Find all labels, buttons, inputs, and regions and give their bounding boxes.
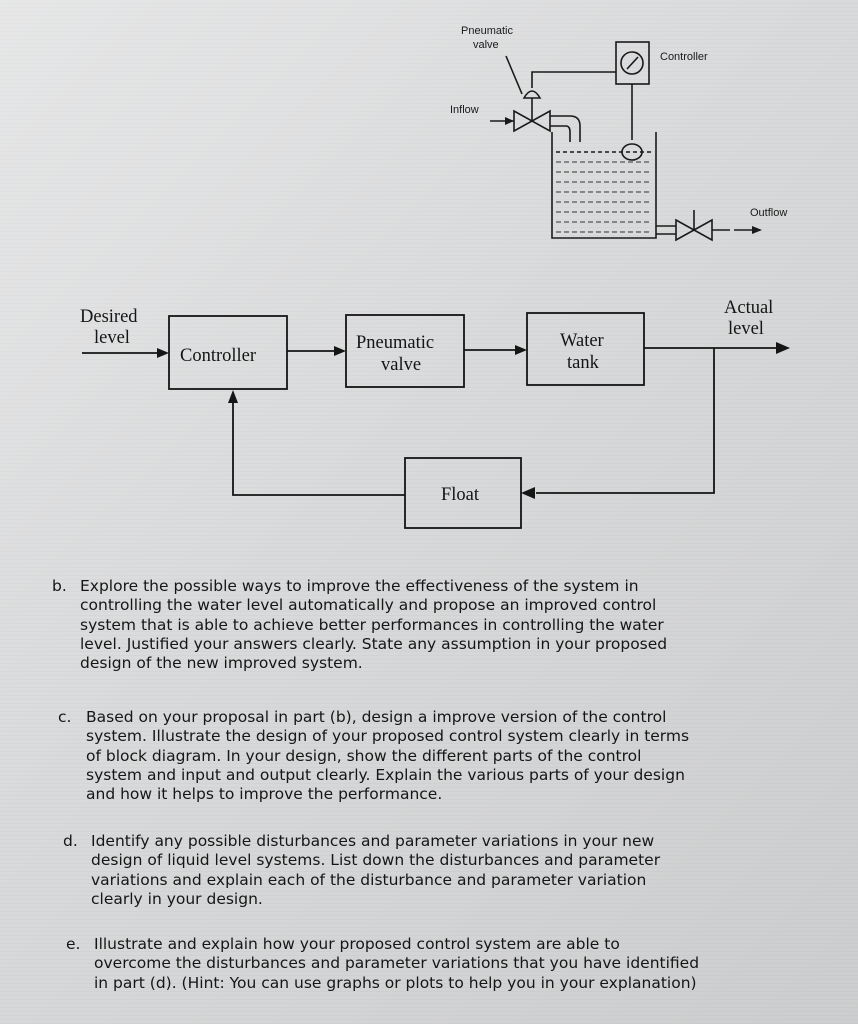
arrow-desired-level (157, 348, 169, 358)
controller-gauge-dial (620, 51, 644, 75)
pid-outflow-label: Outflow (750, 207, 787, 219)
pid-controller-label: Controller (660, 51, 708, 63)
pid-pneumatic-valve-label-1: Pneumatic (461, 25, 513, 37)
question-line: system. Illustrate the design of your pr… (86, 727, 690, 746)
question-line: Explore the possible ways to improve the… (80, 577, 639, 595)
question-line: in part (d). (Hint: You can use graphs o… (94, 973, 697, 992)
pid-inflow-label: Inflow (450, 104, 479, 116)
question-line: system that is able to achieve better pe… (80, 615, 664, 634)
question-letter: b. (52, 577, 67, 595)
question-letter: d. (63, 832, 78, 850)
pneumatic-valve-actuator (522, 90, 542, 99)
controller-block (168, 315, 288, 390)
desired-level-label-2: level (94, 328, 130, 348)
water-tank-block-label-1: Water (560, 331, 604, 351)
actual-level-label-1: Actual (724, 298, 773, 318)
question-line: Based on your proposal in part (b), desi… (86, 708, 667, 726)
question-line: of block diagram. In your design, show t… (86, 746, 642, 765)
question-letter: e. (66, 935, 81, 953)
question-line: level. Justified your answers clearly. S… (80, 634, 668, 653)
controller-block-label: Controller (180, 346, 256, 366)
question-line: and how it helps to improve the performa… (86, 785, 443, 804)
question-c: c. Based on your proposal in part (b), d… (58, 708, 690, 804)
water-tank-wall (551, 132, 657, 239)
float-block-label: Float (441, 485, 480, 505)
inflow-valve (513, 109, 551, 133)
process-schematic: Pneumatic valve Controller Inflow Outflo… (450, 25, 787, 242)
question-line: controlling the water level automaticall… (80, 596, 657, 615)
water-tank-block (526, 312, 645, 386)
question-line: Illustrate and explain how your proposed… (94, 935, 620, 953)
block-diagram: Desired level Actual level Controller Pn… (80, 298, 790, 529)
pneumatic-valve-block-label-1: Pneumatic (356, 333, 434, 353)
question-letter: c. (58, 708, 72, 726)
question-line: design of liquid level systems. List dow… (91, 851, 661, 870)
water-tank-block-label-2: tank (567, 353, 600, 373)
actual-level-label-2: level (728, 319, 764, 339)
question-e: e. Illustrate and explain how your propo… (66, 935, 700, 993)
question-line: design of the new improved system. (80, 654, 363, 673)
question-line: Identify any possible disturbances and p… (91, 832, 655, 850)
question-line: variations and explain each of the distu… (91, 870, 647, 889)
arrow-actual-level (776, 342, 790, 354)
question-line: system and input and output clearly. Exp… (86, 765, 685, 784)
question-b: b. Explore the possible ways to improve … (52, 577, 668, 673)
question-line: clearly in your design. (91, 889, 263, 908)
question-d: d. Identify any possible disturbances an… (63, 832, 661, 909)
question-line: overcome the disturbances and parameter … (94, 954, 700, 973)
pneumatic-valve-block-label-2: valve (381, 355, 421, 375)
outflow-valve (675, 218, 713, 242)
pid-pneumatic-valve-label-2: valve (473, 39, 499, 51)
float-ball (621, 143, 643, 161)
desired-level-label-1: Desired (80, 307, 138, 327)
